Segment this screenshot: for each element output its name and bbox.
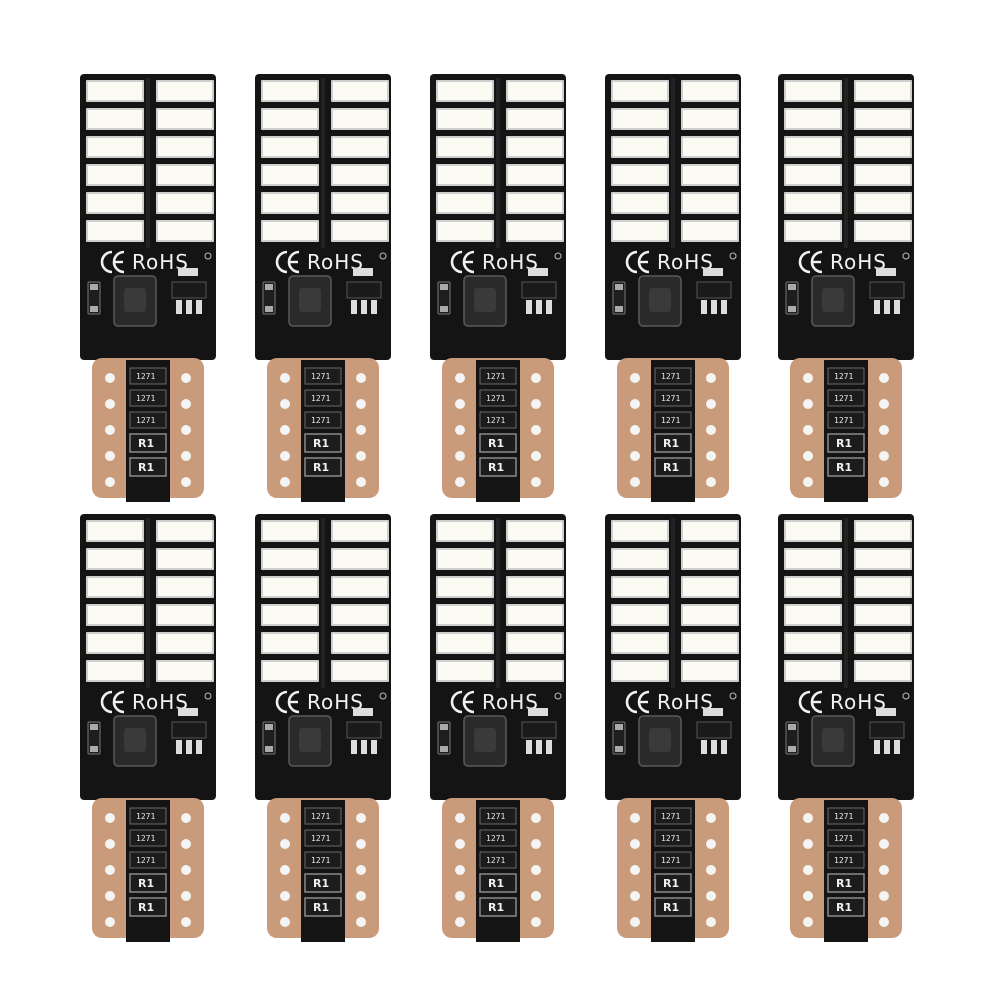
svg-text:1271: 1271: [661, 394, 680, 403]
svg-text:1271: 1271: [311, 856, 330, 865]
svg-text:R1: R1: [836, 901, 852, 914]
svg-text:1271: 1271: [136, 416, 155, 425]
svg-text:R1: R1: [138, 461, 154, 474]
ce-mark-icon: [450, 250, 475, 274]
svg-text:R1: R1: [663, 901, 679, 914]
ce-mark-icon: [450, 690, 475, 714]
svg-text:1271: 1271: [486, 834, 505, 843]
svg-text:R1: R1: [836, 437, 852, 450]
svg-text:R1: R1: [313, 901, 329, 914]
svg-text:R1: R1: [138, 877, 154, 890]
svg-text:1271: 1271: [311, 394, 330, 403]
svg-text:R1: R1: [488, 437, 504, 450]
svg-text:1271: 1271: [136, 394, 155, 403]
svg-text:1271: 1271: [834, 416, 853, 425]
svg-text:R1: R1: [488, 877, 504, 890]
svg-text:R1: R1: [663, 461, 679, 474]
svg-text:1271: 1271: [136, 834, 155, 843]
recycle-mark-icon: [379, 252, 387, 260]
svg-text:1271: 1271: [834, 834, 853, 843]
svg-text:1271: 1271: [136, 372, 155, 381]
svg-text:R1: R1: [138, 437, 154, 450]
svg-text:1271: 1271: [311, 416, 330, 425]
svg-text:1271: 1271: [311, 372, 330, 381]
ce-mark-icon: [798, 690, 823, 714]
svg-text:1271: 1271: [486, 394, 505, 403]
svg-text:R1: R1: [313, 461, 329, 474]
recycle-mark-icon: [379, 692, 387, 700]
svg-text:1271: 1271: [661, 372, 680, 381]
svg-text:R1: R1: [836, 461, 852, 474]
recycle-mark-icon: [902, 252, 910, 260]
svg-text:1271: 1271: [661, 812, 680, 821]
svg-text:R1: R1: [836, 877, 852, 890]
ce-mark-icon: [275, 250, 300, 274]
recycle-mark-icon: [554, 692, 562, 700]
ce-mark-icon: [100, 250, 125, 274]
svg-text:1271: 1271: [486, 856, 505, 865]
recycle-mark-icon: [729, 252, 737, 260]
svg-text:1271: 1271: [834, 812, 853, 821]
svg-text:R1: R1: [488, 461, 504, 474]
svg-text:R1: R1: [313, 877, 329, 890]
recycle-mark-icon: [204, 692, 212, 700]
svg-text:1271: 1271: [311, 834, 330, 843]
svg-text:R1: R1: [663, 877, 679, 890]
svg-text:1271: 1271: [486, 812, 505, 821]
svg-text:1271: 1271: [834, 856, 853, 865]
svg-text:1271: 1271: [834, 394, 853, 403]
svg-text:1271: 1271: [834, 372, 853, 381]
svg-text:1271: 1271: [136, 856, 155, 865]
svg-text:1271: 1271: [136, 812, 155, 821]
svg-text:1271: 1271: [661, 856, 680, 865]
svg-text:1271: 1271: [486, 372, 505, 381]
svg-text:R1: R1: [488, 901, 504, 914]
svg-text:R1: R1: [138, 901, 154, 914]
recycle-mark-icon: [729, 692, 737, 700]
svg-text:R1: R1: [663, 437, 679, 450]
ce-mark-icon: [798, 250, 823, 274]
ce-mark-icon: [625, 250, 650, 274]
svg-text:R1: R1: [313, 437, 329, 450]
ce-mark-icon: [100, 690, 125, 714]
svg-text:1271: 1271: [661, 416, 680, 425]
ce-mark-icon: [275, 690, 300, 714]
recycle-mark-icon: [902, 692, 910, 700]
svg-text:1271: 1271: [311, 812, 330, 821]
recycle-mark-icon: [204, 252, 212, 260]
svg-text:1271: 1271: [661, 834, 680, 843]
recycle-mark-icon: [554, 252, 562, 260]
ce-mark-icon: [625, 690, 650, 714]
svg-text:1271: 1271: [486, 416, 505, 425]
